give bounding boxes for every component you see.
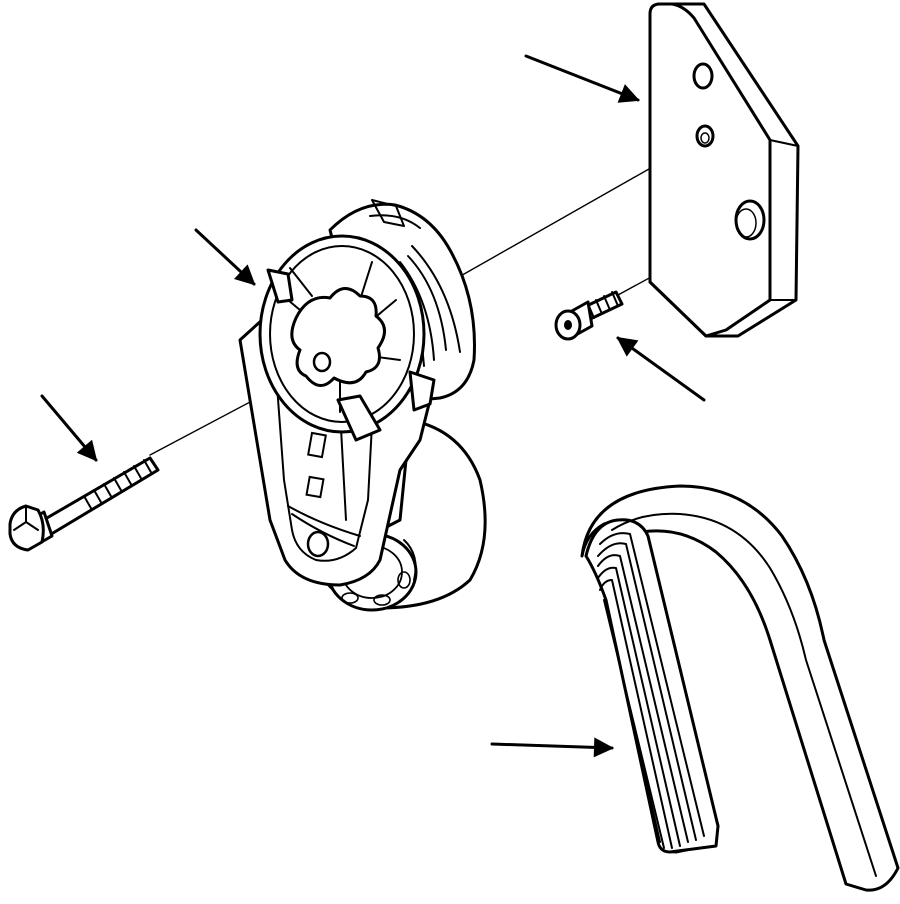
mounting-bracket — [648, 2, 800, 338]
bracket-hole-large — [734, 199, 766, 241]
callout-arrow-tensioner — [194, 228, 256, 286]
hub-center-hole — [312, 351, 332, 373]
tensioner-bolt — [8, 456, 160, 552]
serpentine-belt — [580, 484, 900, 892]
callout-arrow-screw — [616, 336, 706, 402]
callout-arrows — [40, 54, 706, 758]
callout-arrow-bolt — [40, 394, 98, 462]
callout-arrow-bracket — [524, 54, 640, 103]
bracket-hole-top — [692, 62, 714, 90]
callout-arrow-belt — [490, 737, 614, 758]
belt-tensioner — [238, 199, 487, 612]
countersunk-screw — [554, 290, 624, 341]
